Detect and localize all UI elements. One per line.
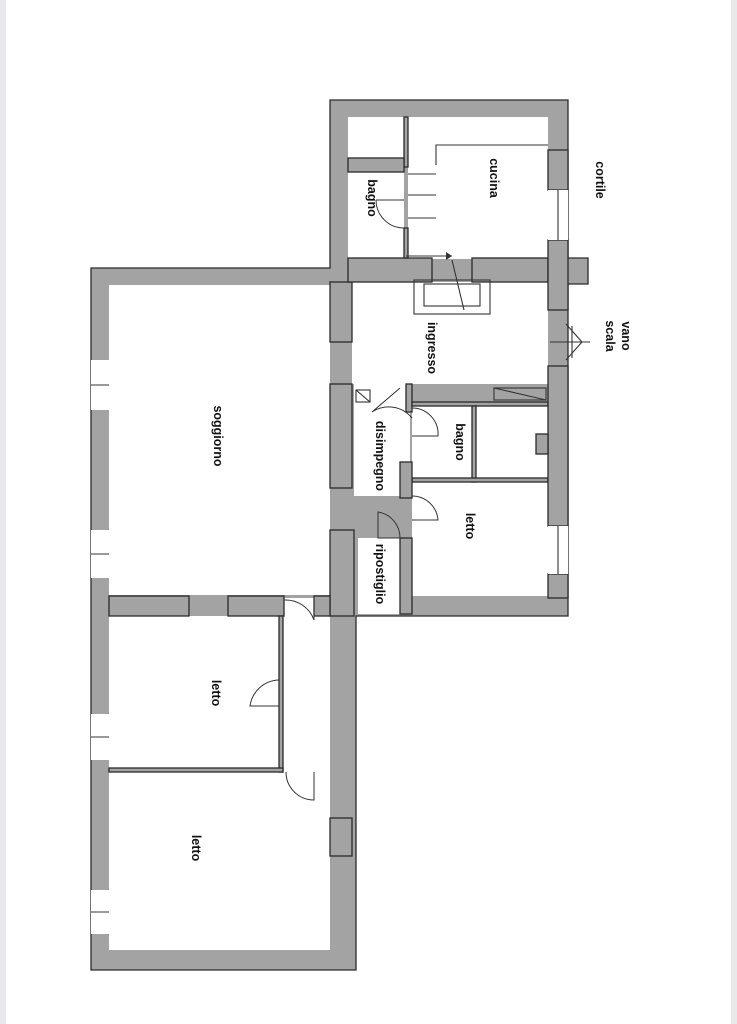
detail-hatch: [493, 387, 547, 401]
wall-ripostiglio-letto: [399, 537, 413, 615]
door-disimpegno-top: [371, 387, 413, 419]
label-letto-right: letto: [463, 513, 477, 540]
wall-corridor-notch: [329, 817, 353, 857]
wall-pillar-right-bottom: [547, 573, 569, 599]
wall-pillar-right-lower: [547, 365, 569, 527]
stair-inner: [423, 283, 481, 307]
wall-pillar-right-mid: [547, 239, 569, 311]
wall-bagno-ingresso: [411, 401, 549, 407]
stair-outline: [413, 279, 491, 315]
label-cortile: cortile: [593, 161, 607, 199]
room-ingresso: [352, 282, 548, 384]
room-bagno-top: [348, 117, 404, 259]
rooms: [109, 117, 548, 950]
room-soggiorno: [109, 285, 330, 595]
detail-box: [355, 389, 371, 403]
label-letto-bottom: letto: [189, 835, 203, 862]
door-bagno-mid: [411, 407, 439, 437]
wall-soggiorno-letto: [108, 595, 190, 617]
kitchen-fixtures: [408, 144, 548, 219]
label-letto-mid: letto: [209, 680, 223, 707]
label-soggiorno: soggiorno: [211, 405, 225, 466]
label-ingresso: ingresso: [425, 322, 439, 374]
label-vano: vano: [619, 321, 633, 351]
stair-sym-chevron: [565, 323, 583, 361]
wall-corridor-stub: [313, 595, 331, 617]
label-bagno-mid: bagno: [453, 423, 467, 461]
door-letto-mid: [249, 679, 280, 707]
details: [355, 387, 547, 403]
room-letto-bottom: [109, 772, 330, 950]
kitchen-counter: [435, 144, 548, 165]
entrance-stairs: [406, 252, 491, 315]
doors: [249, 199, 439, 801]
wall-pillar-right-upper: [547, 149, 569, 191]
door-letto-right: [411, 495, 439, 521]
wall-bagno-closet: [471, 405, 477, 483]
room-bagno-mid: [412, 406, 474, 478]
label-bagno-top: bagno: [365, 179, 379, 217]
wall-disimpegno-right: [405, 383, 413, 413]
room-labels: cucina bagno ingresso soggiorno disimpeg…: [189, 158, 501, 861]
wall-soggiorno-letto-2: [227, 595, 285, 617]
windows: [91, 190, 568, 934]
wall-soggiorno-ingresso: [329, 281, 353, 343]
interior-walls: [108, 116, 569, 857]
detail-hatch: [355, 389, 371, 403]
label-ripostiglio: ripostiglio: [373, 544, 387, 605]
door-corridor-top: [283, 596, 315, 621]
wall-cucina-ingresso: [347, 257, 433, 283]
door-bagno-top: [375, 199, 405, 229]
entry-arrow-head: [446, 252, 452, 260]
label-scala: scala: [603, 320, 617, 352]
wall-bagno-top-lower: [403, 227, 409, 259]
wall-cucina-ingresso-right: [471, 257, 549, 283]
label-cucina: cucina: [487, 158, 501, 199]
room-ripostiglio: [358, 538, 400, 614]
wall-bagno-top-cucina: [403, 116, 409, 168]
wall-disimpegno-letto: [399, 461, 413, 499]
stair-diagonal: [451, 259, 465, 311]
label-disimpegno: disimpegno: [373, 421, 387, 492]
wall-bagno-top-shelf: [347, 157, 405, 173]
wall-soggiorno-lower: [329, 529, 355, 617]
detail-box: [493, 387, 547, 401]
door-ripostiglio: [377, 511, 401, 539]
room-letto-right: [412, 482, 548, 596]
wall-bagno-letto: [411, 477, 549, 483]
outside-labels: cortile vano scala: [593, 161, 633, 352]
room-letto-mid: [109, 616, 279, 768]
wall-closet-notch: [535, 433, 549, 455]
wall-letto-letto: [108, 767, 284, 773]
wall-soggiorno-disimpegno: [329, 383, 353, 489]
stairwell-symbol: [550, 323, 590, 361]
room-cucina: [408, 117, 548, 259]
door-letto-bottom: [285, 771, 315, 801]
wall-corridor-letto: [278, 615, 284, 773]
